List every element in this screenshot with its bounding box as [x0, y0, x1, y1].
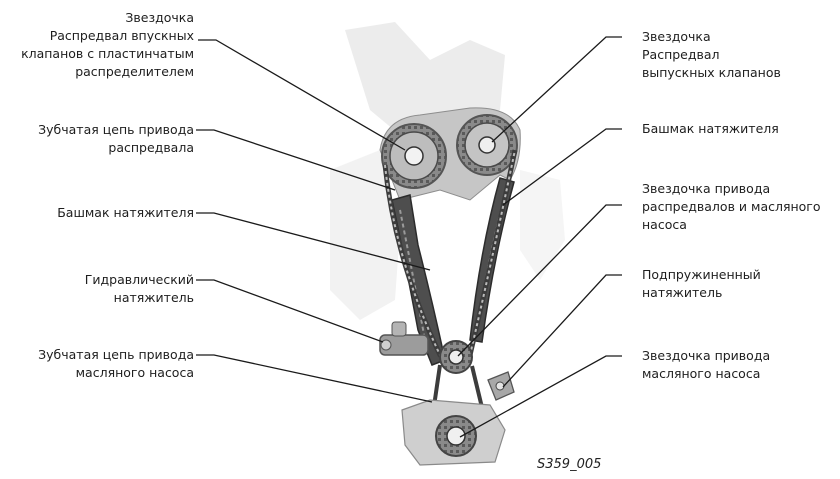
label-line: Распредвал впускных — [21, 27, 194, 45]
label-line: Зубчатая цепь привода — [38, 121, 194, 139]
label-line: Распредвал — [642, 46, 781, 64]
label-cam-drive-chain: Зубчатая цепь привода распредвала — [38, 121, 194, 157]
intake-sprocket — [382, 124, 446, 188]
label-line: натяжитель — [85, 289, 194, 307]
figure-code: S359_005 — [537, 457, 601, 472]
exhaust-sprocket — [457, 115, 517, 175]
label-line: распредвала — [38, 139, 194, 157]
spring-tensioner — [488, 372, 514, 400]
label-line: натяжитель — [642, 284, 761, 302]
label-line: Звездочка привода — [642, 347, 770, 365]
label-oil-pump-sprocket: Звездочка привода масляного насоса — [642, 347, 770, 383]
label-line: распределителем — [21, 63, 194, 81]
label-line: Башмак натяжителя — [57, 204, 194, 222]
label-line: Подпружиненный — [642, 266, 761, 284]
label-line: насоса — [642, 216, 821, 234]
label-exhaust-sprocket: Звездочка Распредвал выпускных клапанов — [642, 28, 781, 82]
leader-oil-pump-chain — [196, 355, 432, 402]
label-line: выпускных клапанов — [642, 64, 781, 82]
label-line: масляного насоса — [38, 364, 194, 382]
label-line: Зубчатая цепь привода — [38, 346, 194, 364]
label-line: Звездочка — [642, 28, 781, 46]
label-tensioner-shoe-right: Башмак натяжителя — [642, 120, 779, 138]
label-drive-sprocket: Звездочка привода распредвалов и масляно… — [642, 180, 821, 234]
label-line: Гидравлический — [85, 271, 194, 289]
oil-pump-sprocket — [436, 416, 476, 456]
label-line: Звездочка — [21, 9, 194, 27]
label-line: Башмак натяжителя — [642, 120, 779, 138]
label-line: масляного насоса — [642, 365, 770, 383]
label-line: клапанов с пластинчатым — [21, 45, 194, 63]
label-oil-pump-chain: Зубчатая цепь привода масляного насоса — [38, 346, 194, 382]
label-line: распредвалов и масляного — [642, 198, 821, 216]
label-hydraulic-tensioner: Гидравлический натяжитель — [85, 271, 194, 307]
label-spring-tensioner: Подпружиненный натяжитель — [642, 266, 761, 302]
label-tensioner-shoe-left: Башмак натяжителя — [57, 204, 194, 222]
label-line: Звездочка привода — [642, 180, 821, 198]
label-intake-sprocket: Звездочка Распредвал впускных клапанов с… — [21, 9, 194, 81]
